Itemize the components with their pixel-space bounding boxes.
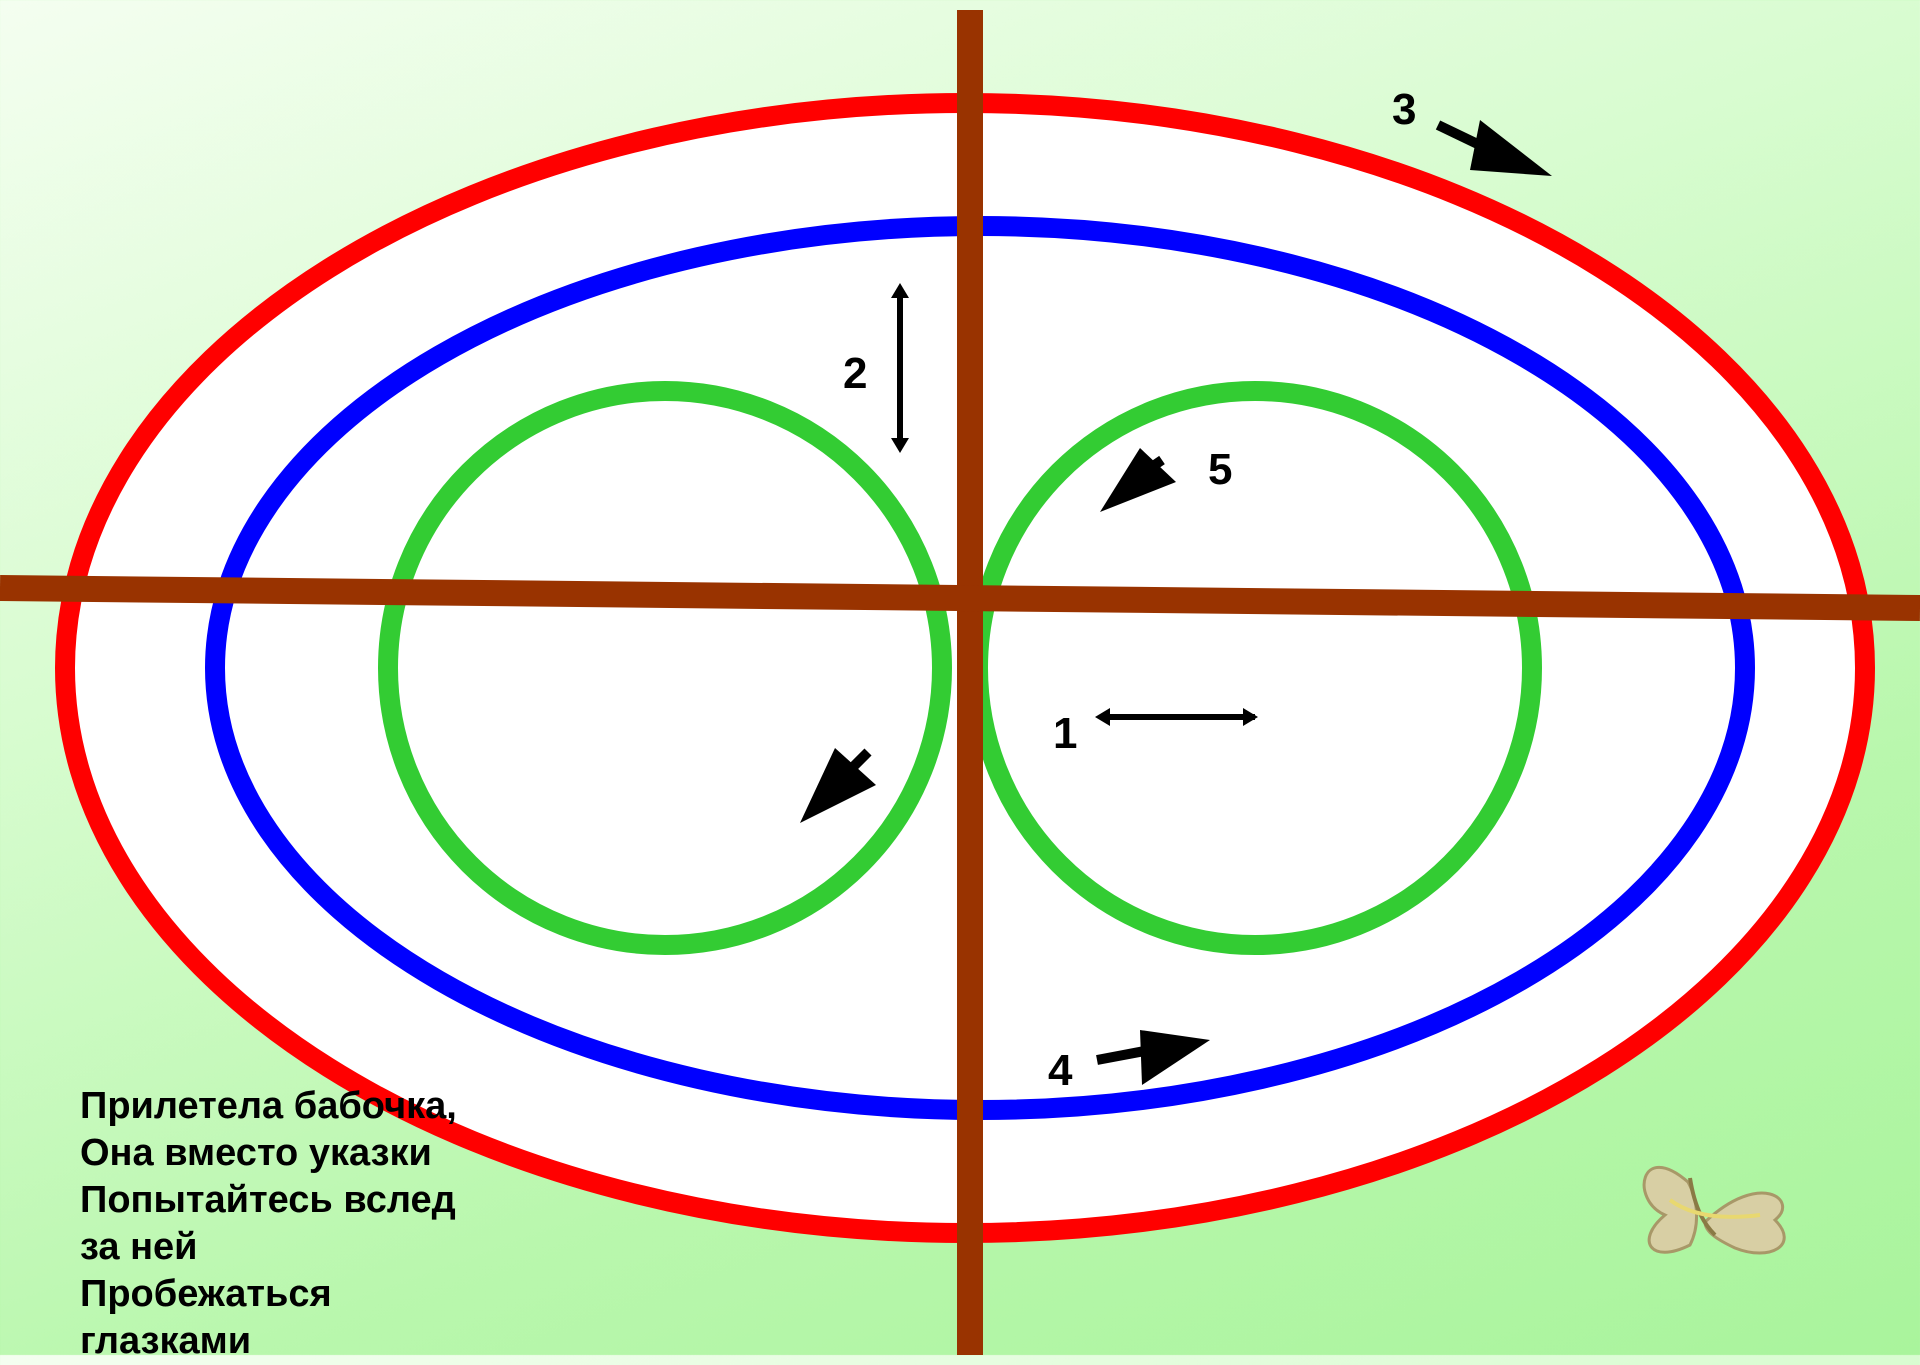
arrow-3	[1435, 120, 1552, 176]
left-circle	[378, 381, 952, 955]
butterfly-icon	[1642, 1165, 1786, 1255]
arrow-1	[1095, 708, 1258, 726]
arrow-5	[1100, 448, 1176, 512]
label-3: 3	[1392, 85, 1416, 134]
poem-line: Прилетела бабочка,	[80, 1085, 457, 1127]
arrow-4	[1096, 1030, 1210, 1085]
horizontal-axis	[0, 575, 1920, 621]
poem-line: глазками	[80, 1320, 252, 1362]
poem-text: Прилетела бабочка, Она вместо указки Поп…	[80, 1083, 457, 1365]
poem-line: Пробежаться	[80, 1273, 332, 1315]
poem-line: Она вместо указки	[80, 1132, 432, 1174]
poem-line: за ней	[80, 1226, 198, 1268]
label-5: 5	[1208, 445, 1232, 494]
poem-line: Попытайтесь вслед	[80, 1179, 456, 1221]
label-2: 2	[843, 349, 867, 398]
label-4: 4	[1048, 1046, 1073, 1095]
arrow-left-circle	[800, 748, 876, 823]
label-1: 1	[1053, 709, 1077, 758]
arrow-2	[891, 283, 909, 453]
